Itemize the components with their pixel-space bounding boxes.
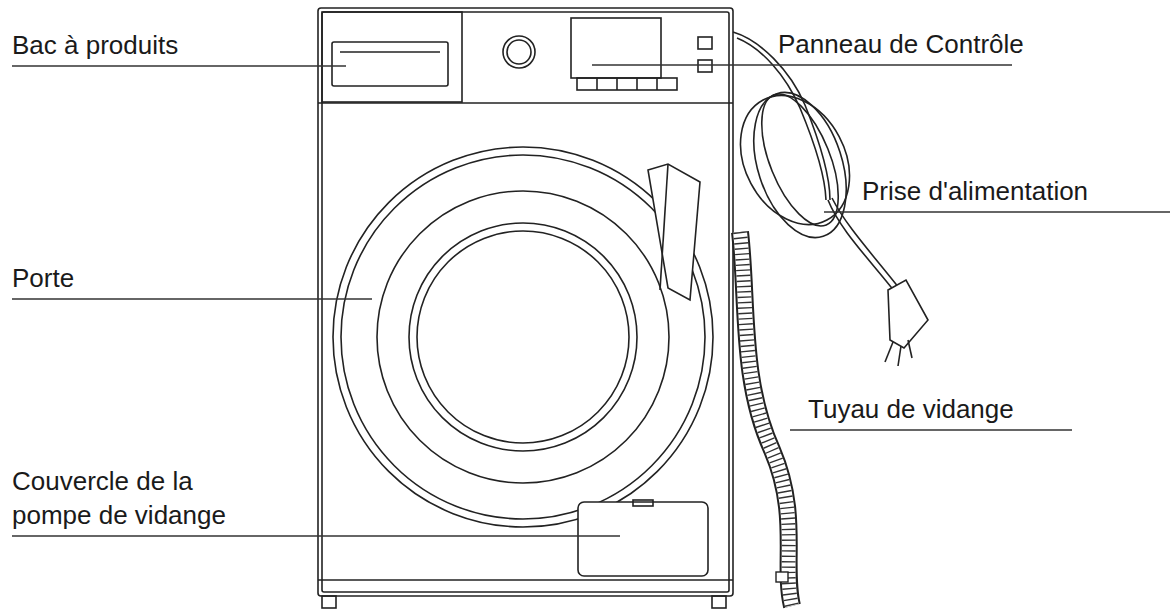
- drain-hose: [740, 232, 792, 606]
- part-label: Panneau de Contrôle: [778, 27, 1024, 61]
- part-label: Tuyau de vidange: [808, 392, 1014, 426]
- leader-lines: [12, 65, 1170, 536]
- part-label: Prise d'alimentation: [862, 174, 1088, 208]
- machine-body: [318, 8, 733, 608]
- part-label: Bac à produits: [12, 28, 178, 62]
- part-label: Porte: [12, 261, 74, 295]
- part-label: Couvercle de la pompe de vidange: [12, 464, 262, 532]
